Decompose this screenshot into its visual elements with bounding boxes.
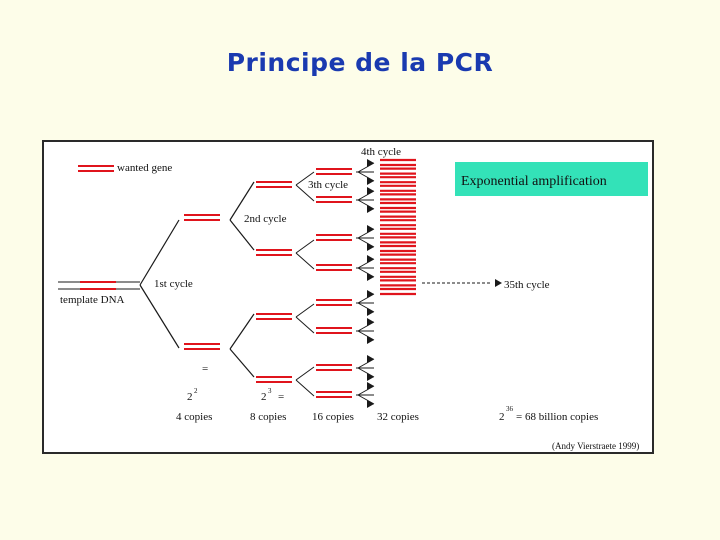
cycle-4-label: 4th cycle <box>361 146 401 158</box>
fork-c3-down-2 <box>295 316 315 334</box>
fork-c4-down-head-5 <box>367 336 374 344</box>
fork-c4-up-head-0 <box>367 159 374 167</box>
cycle-1-label: 1st cycle <box>154 278 193 290</box>
cycle-2-label: 2nd cycle <box>244 213 287 225</box>
pcr-diagram-canvas: wanted gene Exponential amplification te… <box>58 146 648 451</box>
count-c36-exp: 36 <box>506 405 514 413</box>
fork-c3-up-0 <box>295 171 315 186</box>
count-c2-exp: 2 <box>194 387 198 395</box>
fork-c4-up-head-3 <box>367 255 374 263</box>
count-c36-rest: = 68 billion copies <box>516 411 598 423</box>
fork-c3-up-3 <box>295 366 315 381</box>
fork-c4-down-head-7 <box>367 400 374 408</box>
credit-text: (Andy Vierstraete 1999) <box>552 441 639 451</box>
fork-c3-down-0 <box>295 184 315 202</box>
count-c3-base: 2 <box>261 391 267 403</box>
fork-c4-down-head-1 <box>367 205 374 213</box>
legend-label: wanted gene <box>117 162 172 174</box>
fork-c4-down-head-4 <box>367 308 374 316</box>
fork-c4-up-head-2 <box>367 225 374 233</box>
fork-c4-down-head-0 <box>367 177 374 185</box>
fork-c4-up-head-4 <box>367 290 374 298</box>
template-label: template DNA <box>60 294 125 306</box>
fork-c3-up-1 <box>295 239 315 254</box>
callout-box <box>455 162 648 196</box>
fork-c3-up-2 <box>295 303 315 318</box>
fork-c4-down-head-3 <box>367 273 374 281</box>
template-gene-top <box>80 281 116 283</box>
pcr-diagram: wanted gene Exponential amplification te… <box>42 140 654 454</box>
dashed-connector-head <box>495 279 502 287</box>
fork-c4-up-head-7 <box>367 382 374 390</box>
fork-c4-down-head-2 <box>367 243 374 251</box>
count-c4-copies: 16 copies <box>312 411 354 423</box>
fork-c4-up-head-1 <box>367 187 374 195</box>
count-c3-copies: 8 copies <box>250 411 286 423</box>
count-c2-base: 2 <box>187 391 193 403</box>
count-c3-exp: 3 <box>268 387 272 395</box>
fork-c4-up-head-6 <box>367 355 374 363</box>
cycle-35-label: 35th cycle <box>504 279 550 291</box>
fork-c3-down-3 <box>295 379 315 397</box>
callout-text: Exponential amplification <box>461 174 607 189</box>
count-c2-eq: = <box>202 363 208 375</box>
fork-c2-down-0 <box>229 219 255 251</box>
count-c36-base: 2 <box>499 411 505 423</box>
cycle-3-label: 3th cycle <box>308 179 348 191</box>
fork-c1-down <box>139 284 180 349</box>
count-c3-eq: = <box>278 391 284 403</box>
template-gene-bottom <box>80 288 116 290</box>
fork-c2-down-1 <box>229 348 255 378</box>
fork-c3-down-1 <box>295 252 315 270</box>
diagram-shapes <box>58 158 502 408</box>
fork-c2-up-1 <box>229 313 255 350</box>
fork-c2-up-0 <box>229 181 255 221</box>
count-c2-copies: 4 copies <box>176 411 212 423</box>
fork-c4-down-head-6 <box>367 373 374 381</box>
fork-c4-up-head-5 <box>367 318 374 326</box>
fork-c1-up <box>139 219 180 286</box>
count-c5-copies: 32 copies <box>377 411 419 423</box>
slide-title: Principe de la PCR <box>226 48 494 77</box>
